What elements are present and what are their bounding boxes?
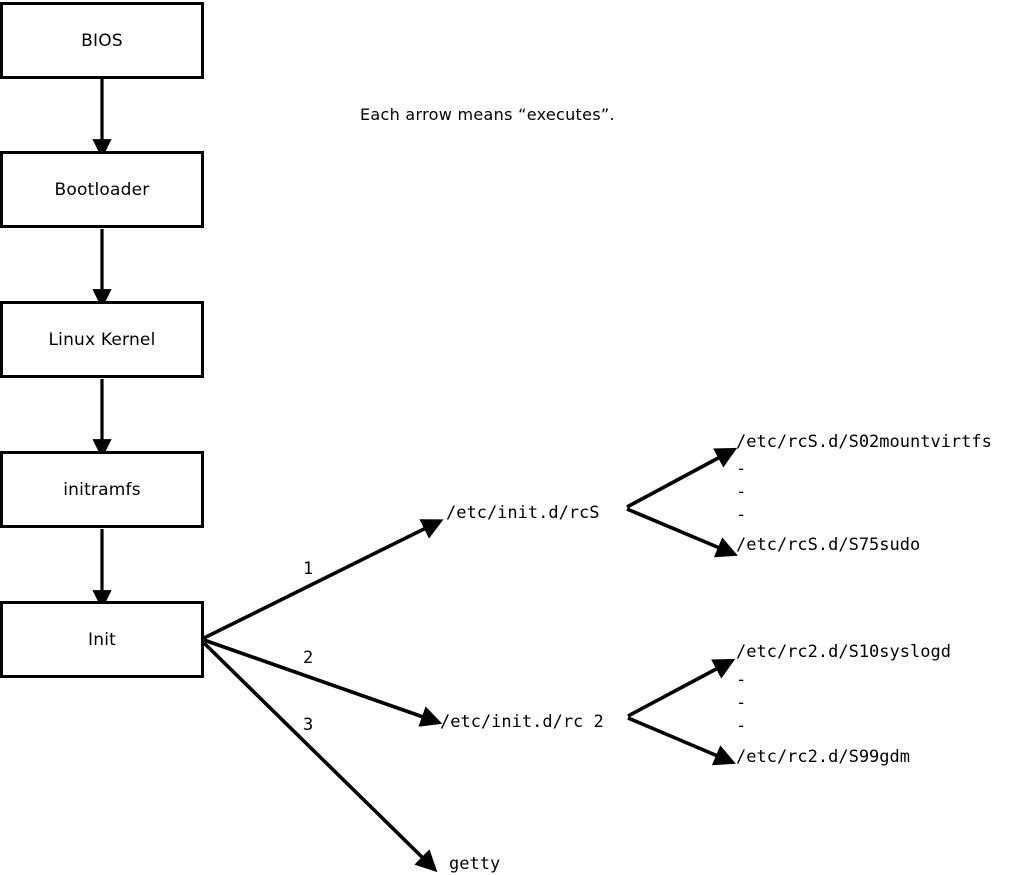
script-rcs-first[interactable]: /etc/rcS.d/S02mountvirtfs bbox=[736, 432, 992, 452]
arrow-init-to-getty bbox=[202, 641, 438, 873]
node-bootloader-label: Bootloader bbox=[54, 179, 150, 200]
arrow-rcs-to-first-script bbox=[626, 447, 738, 509]
script-rc2-ellipsis-2: - bbox=[736, 693, 747, 713]
legend-note: Each arrow means “executes”. bbox=[360, 105, 615, 124]
branch-number-1: 1 bbox=[303, 559, 314, 579]
script-rcs-ellipsis-3: - bbox=[736, 505, 747, 525]
node-etc-initd-rc2[interactable]: /etc/init.d/rc 2 bbox=[440, 712, 604, 732]
script-rcs-ellipsis-1: - bbox=[736, 459, 747, 479]
node-linux-kernel[interactable]: Linux Kernel bbox=[0, 301, 204, 378]
arrow-rc2-to-last-script bbox=[627, 716, 736, 766]
node-linux-kernel-label: Linux Kernel bbox=[48, 329, 156, 350]
node-init[interactable]: Init bbox=[0, 601, 204, 678]
branch-number-3: 3 bbox=[303, 715, 314, 735]
node-bios-label: BIOS bbox=[81, 30, 123, 51]
script-rc2-ellipsis-1: - bbox=[736, 670, 747, 690]
node-bootloader[interactable]: Bootloader bbox=[0, 151, 204, 228]
script-rc2-ellipsis-3: - bbox=[736, 716, 747, 736]
branch-number-2: 2 bbox=[303, 648, 314, 668]
script-rcs-ellipsis-2: - bbox=[736, 482, 747, 502]
arrow-init-to-rc2 bbox=[203, 638, 443, 727]
script-rc2-last[interactable]: /etc/rc2.d/S99gdm bbox=[736, 747, 910, 767]
arrow-init-to-rcs bbox=[203, 519, 444, 640]
node-etc-initd-rcs[interactable]: /etc/init.d/rcS bbox=[446, 503, 600, 523]
node-bios[interactable]: BIOS bbox=[0, 2, 204, 79]
node-initramfs-label: initramfs bbox=[63, 479, 141, 500]
script-rcs-last[interactable]: /etc/rcS.d/S75sudo bbox=[736, 535, 921, 555]
node-getty[interactable]: getty bbox=[449, 854, 501, 874]
script-rc2-first[interactable]: /etc/rc2.d/S10syslogd bbox=[736, 642, 951, 662]
arrow-rcs-to-last-script bbox=[626, 507, 738, 558]
node-init-label: Init bbox=[88, 629, 116, 650]
arrow-rc2-to-first-script bbox=[627, 658, 736, 718]
node-initramfs[interactable]: initramfs bbox=[0, 451, 204, 528]
